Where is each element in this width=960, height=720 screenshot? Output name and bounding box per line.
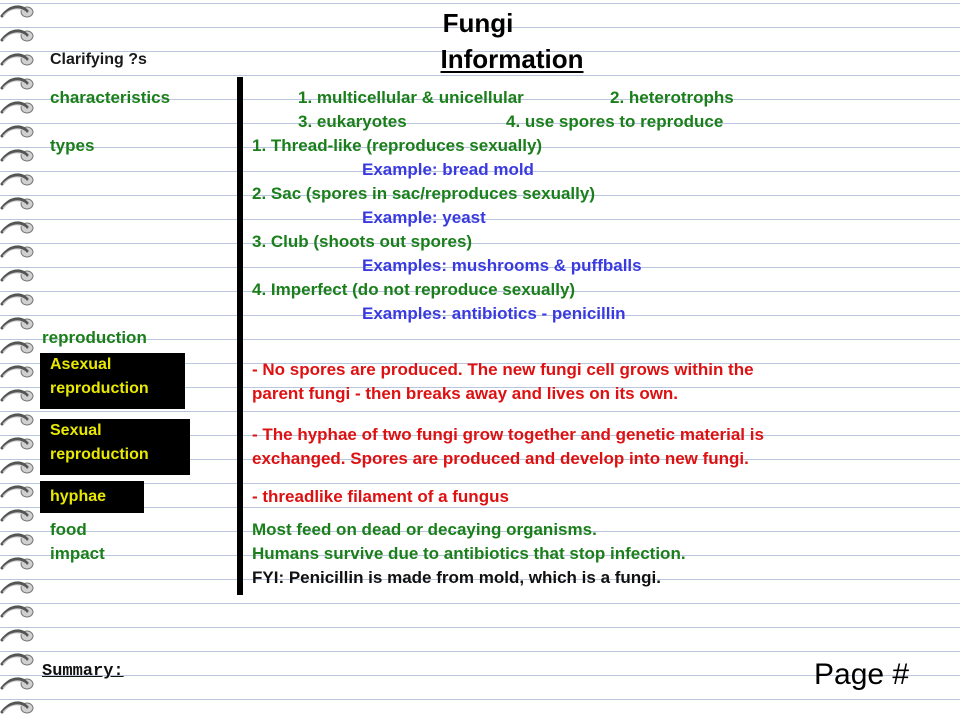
sexual-box-line1: Sexual — [50, 422, 102, 439]
spiral-ring — [0, 221, 34, 234]
spiral-ring — [0, 125, 34, 138]
spiral-ring — [0, 533, 34, 546]
spiral-ring — [0, 53, 34, 66]
spiral-ring — [0, 269, 34, 282]
asexual-reproduction-box: Asexual reproduction — [40, 353, 185, 409]
spiral-ring — [0, 5, 34, 18]
sexual-description-line2: exchanged. Spores are produced and devel… — [252, 449, 749, 468]
fungus-type-name: 4. Imperfect (do not reproduce sexually) — [252, 280, 576, 299]
asexual-description-line2: parent fungi - then breaks away and live… — [252, 384, 679, 403]
fungus-type-name: 3. Club (shoots out spores) — [252, 232, 473, 251]
spiral-ring — [0, 29, 34, 42]
spiral-ring — [0, 197, 34, 210]
spiral-ring — [0, 629, 34, 642]
spiral-ring — [0, 509, 34, 522]
spiral-ring — [0, 413, 34, 426]
page-number: Page # — [814, 658, 910, 691]
spiral-ring — [0, 485, 34, 498]
spiral-ring — [0, 605, 34, 618]
spiral-ring — [0, 365, 34, 378]
spiral-ring — [0, 77, 34, 90]
sexual-description-line1: - The hyphae of two fungi grow together … — [252, 425, 764, 444]
fungus-type-example: Examples: mushrooms & puffballs — [362, 256, 642, 275]
sexual-box-line2: reproduction — [50, 446, 149, 463]
spiral-ring — [0, 389, 34, 402]
characteristic-item: 3. eukaryotes — [298, 112, 407, 131]
spiral-ring — [0, 701, 34, 714]
clarifying-questions-label: Clarifying ?s — [50, 51, 147, 68]
spiral-ring — [0, 101, 34, 114]
column-divider — [237, 77, 243, 595]
spiral-ring — [0, 581, 34, 594]
types-label: types — [50, 136, 95, 155]
fungus-type-name: 2. Sac (spores in sac/reproduces sexuall… — [252, 184, 595, 203]
characteristic-item: 2. heterotrophs — [610, 88, 734, 107]
spiral-ring — [0, 677, 34, 690]
impact-label: impact — [50, 544, 105, 563]
characteristic-item: 1. multicellular & unicellular — [298, 88, 524, 107]
spiral-binding — [0, 5, 34, 714]
food-label: food — [50, 520, 87, 539]
spiral-ring — [0, 461, 34, 474]
spiral-ring — [0, 173, 34, 186]
impact-description: Humans survive due to antibiotics that s… — [252, 544, 686, 563]
asexual-description-line1: - No spores are produced. The new fungi … — [252, 360, 754, 379]
spiral-ring — [0, 317, 34, 330]
hyphae-box: hyphae — [40, 481, 144, 513]
characteristics-label: characteristics — [50, 88, 171, 107]
spiral-ring — [0, 653, 34, 666]
spiral-ring — [0, 245, 34, 258]
asexual-box-line2: reproduction — [50, 380, 149, 397]
spiral-ring — [0, 437, 34, 450]
summary-label: Summary: — [42, 662, 124, 681]
asexual-box-line1: Asexual — [50, 356, 112, 373]
fyi-note: FYI: Penicillin is made from mold, which… — [252, 568, 662, 587]
page-title-line1: Fungi — [442, 8, 514, 38]
page-title-line2: Information — [440, 44, 584, 74]
hyphae-description: - threadlike filament of a fungus — [252, 487, 509, 506]
fungus-type-name: 1. Thread-like (reproduces sexually) — [252, 136, 543, 155]
spiral-ring — [0, 293, 34, 306]
fungus-type-example: Examples: antibiotics - penicillin — [362, 304, 626, 323]
spiral-ring — [0, 557, 34, 570]
sexual-reproduction-box: Sexual reproduction — [40, 419, 190, 475]
food-description: Most feed on dead or decaying organisms. — [252, 520, 597, 539]
spiral-ring — [0, 149, 34, 162]
reproduction-label: reproduction — [42, 328, 147, 347]
characteristic-item: 4. use spores to reproduce — [506, 112, 724, 131]
spiral-ring — [0, 341, 34, 354]
fungus-type-example: Example: bread mold — [362, 160, 534, 179]
fungus-type-example: Example: yeast — [362, 208, 486, 227]
